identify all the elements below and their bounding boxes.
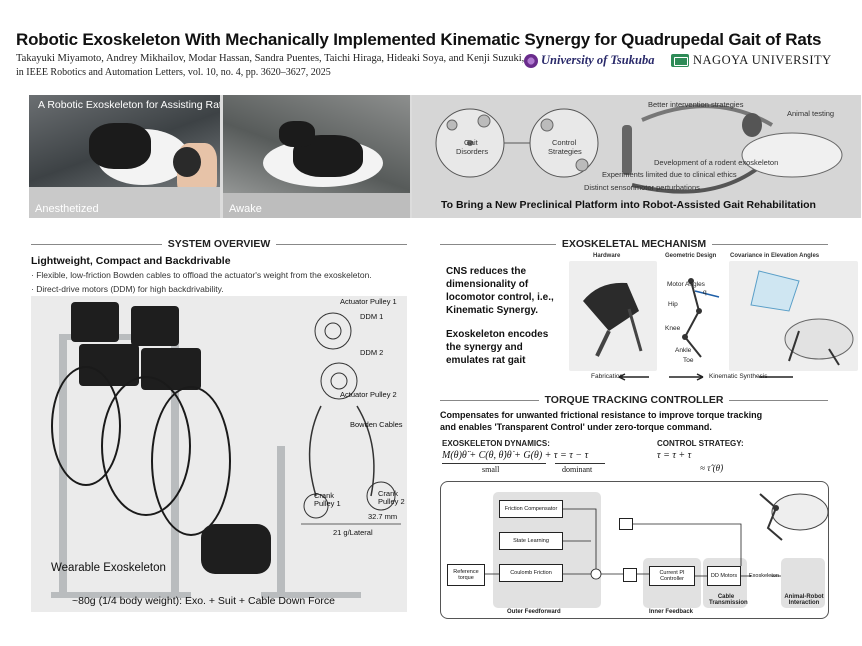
mass-label: ~80g (1/4 body weight): Exo. + Suit + Ca… — [72, 595, 335, 607]
state-learning-block: State Learning — [499, 532, 563, 550]
label-bowden-cables: Bowden Cables — [350, 420, 403, 429]
hardware-panel — [569, 261, 657, 371]
label-ankle: Ankle — [675, 347, 692, 354]
banner-label-disorders: Disorders — [456, 147, 489, 156]
tsukuba-logo: University of Tsukuba — [524, 53, 654, 68]
label-dimension-mass: 21 g/Lateral — [333, 528, 373, 537]
awake-label: Awake — [229, 203, 262, 215]
mechanism-heading: EXOSKELETAL MECHANISM — [440, 238, 829, 250]
panel-hardware-label: Hardware — [593, 253, 621, 259]
tsukuba-logo-text: University of Tsukuba — [541, 53, 655, 67]
mechanism-title: EXOSKELETAL MECHANISM — [561, 238, 707, 250]
label-motor-angles: Motor Angles — [667, 281, 705, 288]
nagoya-logo: NAGOYA UNIVERSITY — [671, 53, 832, 68]
hardware-photo: Actuator Pulley 1 DDM 1 DDM 2 Actuator P… — [31, 296, 407, 612]
dynamics-small: small — [482, 465, 500, 474]
fabrication-label: Fabrication — [591, 373, 624, 380]
rat-exoskeleton-sketch — [740, 484, 830, 544]
control-equation: τ = τ + τ — [657, 450, 692, 461]
banner-label-better: Better intervention strategies — [648, 100, 744, 109]
anesthetized-label: Anesthetized — [35, 203, 99, 215]
dynamics-equation: M(θ)θ̈ + C(θ, θ̇)θ̇ + G(θ) + τ = τ − τ — [442, 450, 589, 461]
banner-label-strategies: Strategies — [548, 147, 582, 156]
inner-feedback-label: Inner Feedback — [649, 609, 694, 615]
friction-compensator-block: Friction Compensator — [499, 500, 563, 518]
label-ddm-2: DDM 2 — [360, 348, 384, 357]
label-actuator-pulley-2: Actuator Pulley 2 — [340, 390, 397, 399]
system-overview-title: SYSTEM OVERVIEW — [167, 238, 271, 250]
label-toe: Toe — [683, 357, 694, 364]
panel-covariance-label: Covariance in Elevation Angles — [730, 253, 820, 259]
exoskeleton-block: Exoskeleton — [749, 572, 779, 579]
label-actuator-pulley-1: Actuator Pulley 1 — [340, 297, 397, 306]
concept-diagram: Better intervention strategies Animal te… — [412, 95, 861, 218]
kinematic-synthesis-label: Kinematic Synthesis — [709, 373, 768, 380]
label-q: q — [703, 289, 707, 296]
banner-caption: To Bring a New Preclinical Platform into… — [441, 199, 816, 211]
animal-robot-label: Animal-Robot Interaction — [784, 594, 824, 607]
banner-label-experiments: Experiments limited due to clinical ethi… — [602, 170, 737, 179]
banner-label-animal: Animal testing — [787, 109, 835, 118]
covariance-panel — [729, 261, 858, 371]
awake-photo: Awake — [223, 95, 410, 218]
banner-label-development: Development of a rodent exoskeleton — [654, 158, 779, 167]
banner-label-distinct: Distinct sensorimotor perturbations — [584, 183, 700, 192]
system-bullet-1: · Flexible, low-friction Bowden cables t… — [31, 270, 372, 280]
poster-authors: Takayuki Miyamoto, Andrey Mikhailov, Mod… — [16, 53, 525, 64]
dd-motors-block: DD Motors — [707, 566, 741, 586]
animal-robot-group — [781, 558, 825, 608]
anesthetized-photo: A Robotic Exoskeleton for Assisting Rat … — [29, 95, 220, 218]
torque-title: TORQUE TRACKING CONTROLLER — [544, 394, 724, 406]
outer-feedforward-label: Outer Feedforward — [507, 609, 561, 615]
current-pi-block: Current PI Controller — [649, 566, 695, 586]
torque-heading: TORQUE TRACKING CONTROLLER — [440, 394, 829, 406]
label-knee: Knee — [665, 325, 681, 332]
torque-desc-1: Compensates for unwanted frictional resi… — [440, 410, 763, 420]
wearable-exoskeleton-label: Wearable Exoskeleton — [51, 562, 166, 574]
cable-transmission-label: Cable Transmission — [709, 594, 748, 607]
coulomb-friction-block: Coulomb Friction — [499, 564, 563, 582]
nagoya-logo-text: NAGOYA UNIVERSITY — [693, 53, 832, 67]
label-ddm-1: DDM 1 — [360, 312, 384, 321]
label-crank-pulley-1: Crank Pulley 1 — [314, 491, 341, 509]
control-equation-approx: ≈ τ̂ (θ̇) — [700, 463, 724, 473]
mechanism-text-2: Exoskeleton encodes the synergy and emul… — [446, 329, 549, 366]
control-block-diagram: Friction Compensator State Learning Coul… — [440, 481, 829, 619]
inverse-gain-block — [623, 568, 637, 582]
control-heading: CONTROL STRATEGY: — [657, 439, 744, 448]
mechanism-panel: Hardware Geometric Design Covariance in … — [569, 253, 858, 381]
label-hip: Hip — [668, 301, 678, 308]
system-subheading: Lightweight, Compact and Backdrivable — [31, 255, 231, 267]
geometric-panel — [661, 261, 727, 371]
panel-geometric-label: Geometric Design — [665, 253, 717, 259]
poster-title: Robotic Exoskeleton With Mechanically Im… — [16, 30, 822, 49]
label-dimension-mm: 32.7 mm — [368, 512, 398, 521]
dynamics-heading: EXOSKELETON DYNAMICS: — [442, 439, 550, 448]
tsukuba-flower-icon — [524, 53, 538, 68]
banner-photo-title: A Robotic Exoskeleton for Assisting Rat … — [38, 99, 220, 111]
banner-label-control: Control — [552, 138, 577, 147]
gain-block — [619, 518, 633, 530]
poster-venue: in IEEE Robotics and Automation Letters,… — [16, 67, 331, 78]
dynamics-dominant: dominant — [562, 465, 593, 474]
system-bullet-2: · Direct-drive motors (DDM) for high bac… — [31, 284, 224, 294]
reference-torque-block: Reference torque — [447, 564, 485, 586]
torque-desc-2: and enables 'Transparent Control' under … — [440, 422, 712, 432]
label-crank-pulley-2: Crank Pulley 2 — [378, 489, 405, 507]
banner-label-gait: Gait — [464, 138, 478, 147]
nagoya-emblem-icon — [671, 54, 689, 67]
system-overview-heading: SYSTEM OVERVIEW — [31, 238, 407, 250]
mechanism-text-1: CNS reduces the dimensionality of locomo… — [446, 266, 554, 316]
